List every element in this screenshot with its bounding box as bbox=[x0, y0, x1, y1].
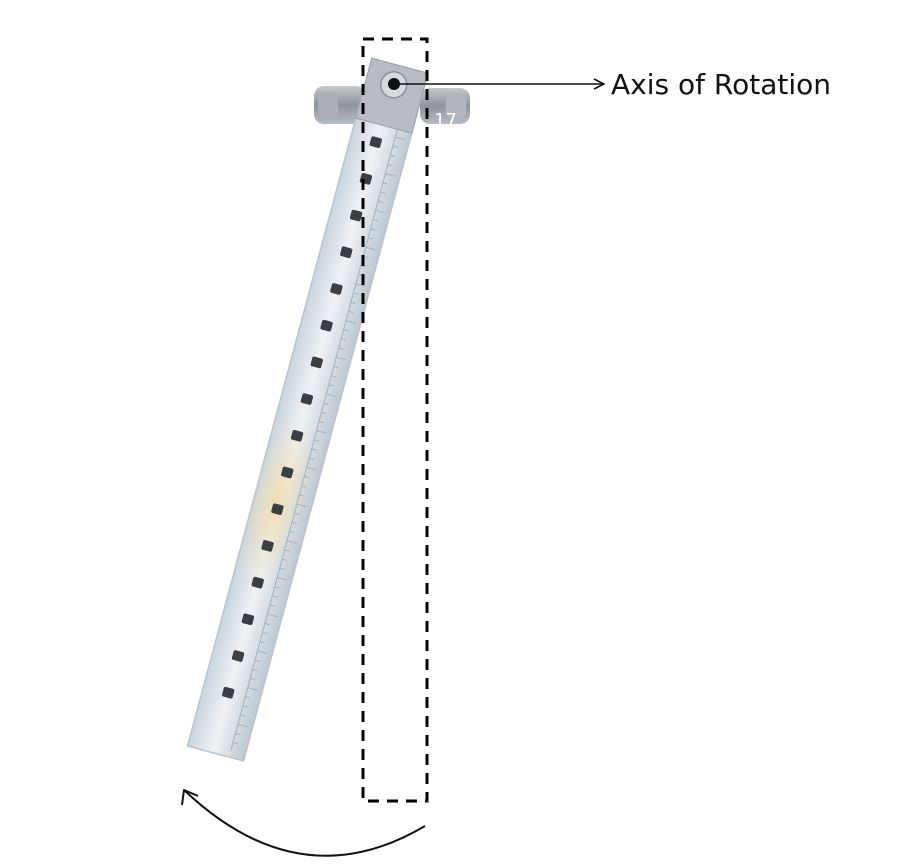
pendulum-hole bbox=[231, 650, 245, 662]
pendulum-hole bbox=[241, 613, 255, 626]
scale-tick bbox=[254, 659, 261, 662]
scale-tick bbox=[306, 466, 317, 471]
scale-tick bbox=[250, 677, 256, 681]
scale-tick bbox=[279, 567, 285, 571]
scale-tick bbox=[341, 338, 347, 341]
scale-tick bbox=[240, 714, 246, 717]
pendulum-hole bbox=[251, 576, 264, 589]
scale-tick bbox=[345, 320, 356, 324]
scale-tick bbox=[343, 329, 349, 332]
scale-tick bbox=[264, 622, 270, 626]
scale-tick bbox=[284, 549, 290, 552]
pivot-clamp: 17 bbox=[314, 86, 470, 131]
bar-body bbox=[186, 57, 429, 762]
scale-tick bbox=[368, 237, 374, 240]
scale-tick bbox=[235, 732, 241, 736]
scale-tick bbox=[291, 521, 297, 525]
scale-tick bbox=[289, 531, 295, 534]
scale-tick bbox=[316, 430, 327, 434]
pendulum-hole bbox=[281, 466, 294, 479]
scale-tick bbox=[321, 411, 327, 415]
scale-tick bbox=[377, 200, 384, 204]
pendulum-hole bbox=[300, 393, 314, 405]
scale-tick bbox=[232, 742, 238, 745]
scale-tick bbox=[355, 283, 366, 287]
pendulum-hole bbox=[290, 429, 304, 442]
scale-tick bbox=[259, 641, 265, 644]
pendulum-hole bbox=[271, 503, 284, 515]
scale-tick bbox=[237, 723, 248, 728]
scale-tick bbox=[390, 154, 396, 158]
pendulum-hole bbox=[320, 319, 333, 332]
scale-tick bbox=[318, 420, 324, 424]
scale-tick bbox=[380, 191, 386, 194]
scale-tick bbox=[323, 402, 329, 405]
scale-ticks bbox=[232, 136, 406, 745]
scale-tick bbox=[309, 457, 315, 460]
scale-tick bbox=[387, 164, 393, 167]
pendulum-holes bbox=[222, 136, 382, 699]
pendulum-hole bbox=[349, 209, 363, 222]
pendulum-hole bbox=[340, 246, 353, 259]
scale-tick bbox=[350, 301, 356, 304]
scale-tick bbox=[274, 586, 280, 589]
scale-tick bbox=[395, 136, 406, 141]
scale-tick bbox=[257, 650, 268, 654]
scale-tick bbox=[336, 356, 347, 361]
scale-tick bbox=[313, 439, 320, 442]
scale-tick bbox=[365, 246, 376, 251]
scale-tick bbox=[296, 503, 307, 508]
pendulum-hole bbox=[222, 686, 235, 699]
scale-tick bbox=[326, 393, 337, 398]
scale-tick bbox=[382, 182, 388, 185]
scale-tick bbox=[247, 687, 258, 691]
rest-position-outline bbox=[361, 37, 429, 803]
scale-tick bbox=[294, 512, 300, 516]
scale-tick bbox=[338, 347, 344, 350]
scale-tick bbox=[242, 705, 248, 708]
pendulum-hole bbox=[261, 540, 274, 552]
scale-tick bbox=[299, 494, 305, 497]
scale-tick bbox=[385, 173, 396, 177]
scale-tick bbox=[301, 485, 307, 488]
scale-tick bbox=[269, 604, 275, 607]
scale-tick bbox=[370, 228, 376, 231]
scale-tick bbox=[267, 613, 278, 618]
scale-tick bbox=[348, 310, 354, 314]
scale-tick bbox=[277, 576, 288, 581]
scale-tick bbox=[353, 292, 359, 295]
scale-tick bbox=[311, 448, 317, 451]
scale-tick bbox=[245, 696, 251, 699]
scale-tick bbox=[282, 558, 288, 561]
pendulum-hole bbox=[310, 356, 323, 369]
scale-tick bbox=[375, 209, 386, 214]
rotation-direction-arrow bbox=[183, 789, 426, 857]
pendulum-bar bbox=[186, 57, 429, 762]
scale-tick bbox=[372, 219, 379, 222]
scale-tick bbox=[392, 145, 398, 148]
scale-tick bbox=[328, 384, 334, 387]
pendulum-hole bbox=[369, 136, 382, 148]
scale-tick bbox=[252, 668, 258, 672]
scale-tick bbox=[286, 540, 297, 544]
scale-tick bbox=[333, 365, 339, 369]
axis-of-rotation-label: Axis of Rotation bbox=[611, 68, 831, 101]
axis-of-rotation-point bbox=[388, 78, 400, 90]
clamp-badge-text: 17 bbox=[434, 110, 457, 131]
scale-tick bbox=[262, 632, 268, 635]
scale-tick bbox=[272, 595, 278, 598]
pendulum-hole bbox=[330, 283, 343, 295]
rotation-arrowhead-icon bbox=[181, 789, 199, 806]
scale-tick bbox=[331, 375, 337, 378]
scale-tick bbox=[304, 476, 310, 479]
